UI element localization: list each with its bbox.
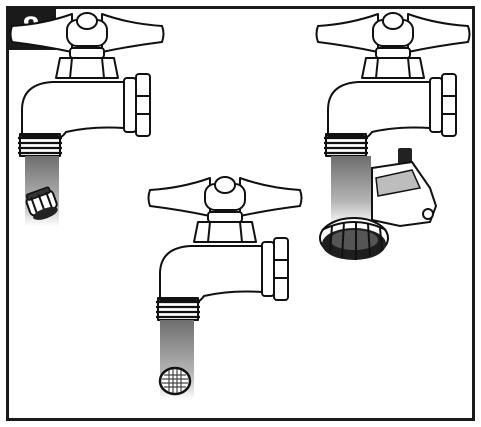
faucet-middle <box>149 177 302 320</box>
water-stream-right <box>331 156 371 226</box>
aerator-screen-icon <box>160 368 190 394</box>
faucet-right <box>317 13 470 156</box>
faucet-left <box>11 13 164 156</box>
